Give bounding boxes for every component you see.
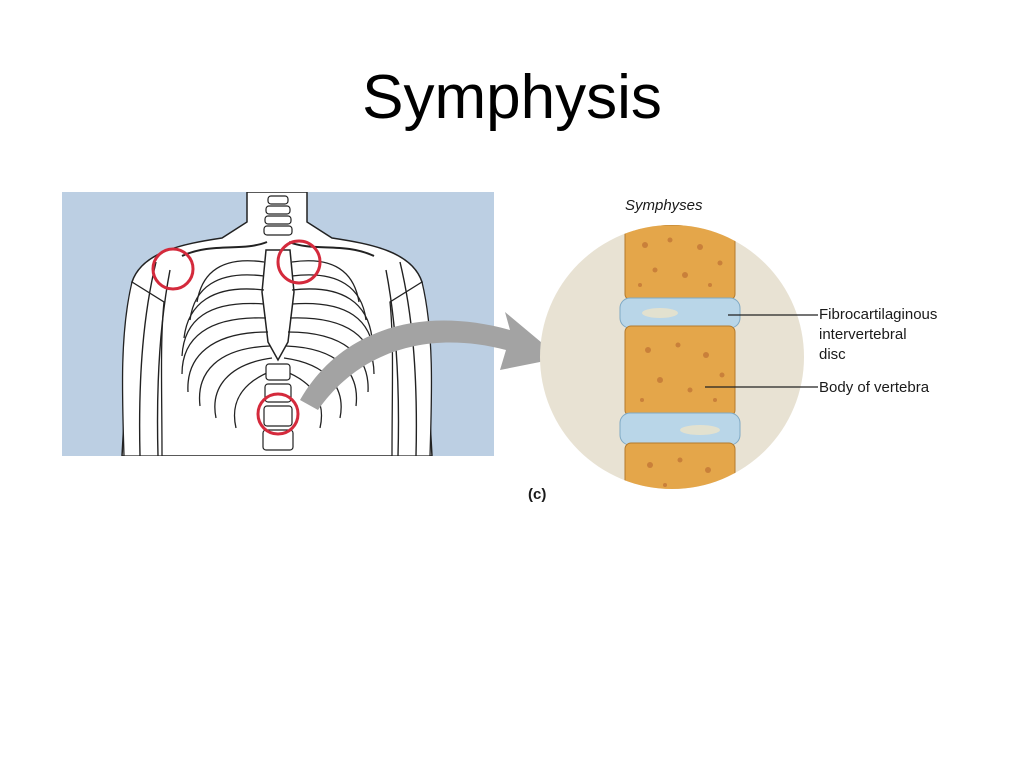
vertebra-inset-panel: Symphyses xyxy=(510,185,990,515)
figure-heading: Symphyses xyxy=(625,197,703,214)
vertebra-body-bottom xyxy=(624,442,736,489)
highlight-circle-spine xyxy=(256,392,300,436)
label-disc-line3: disc xyxy=(819,346,846,363)
lumbar-spine xyxy=(262,363,294,451)
highlight-circle-sternoclavicular xyxy=(276,239,322,285)
left-arm xyxy=(121,280,165,456)
left-clavicle xyxy=(181,241,268,257)
ribs-left xyxy=(181,260,275,429)
vertebra-body-middle xyxy=(624,325,736,417)
spongy-bone-texture xyxy=(638,237,725,487)
label-disc-line1: Fibrocartilaginous xyxy=(819,306,937,323)
intervertebral-disc-upper xyxy=(619,297,741,329)
left-humerus xyxy=(138,261,157,456)
skeleton-drawing xyxy=(62,192,494,456)
disc-highlights xyxy=(642,308,720,435)
right-clavicle xyxy=(288,241,375,257)
slide-title: Symphysis xyxy=(362,63,662,132)
intervertebral-disc-lower xyxy=(619,412,741,446)
highlight-circle-shoulder xyxy=(151,247,195,291)
label-body-of-vertebra: Body of vertebra xyxy=(819,379,930,396)
right-arm xyxy=(389,280,433,456)
panel-letter: (c) xyxy=(528,486,546,503)
skeleton-torso-illustration xyxy=(62,192,494,456)
cervical-spine xyxy=(263,195,293,236)
spine-segment xyxy=(619,225,741,489)
vertebra-inset-figure: Symphyses xyxy=(528,197,937,503)
label-disc-line2: intervertebral xyxy=(819,326,907,343)
